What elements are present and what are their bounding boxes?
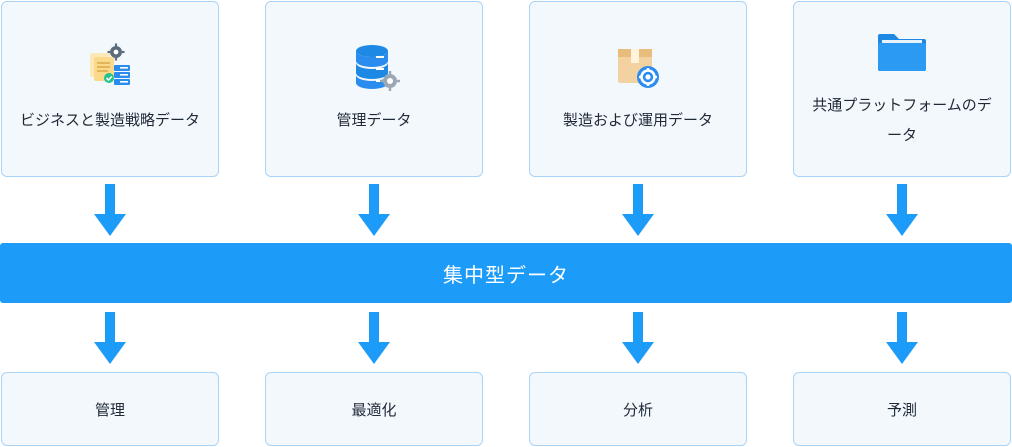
centralized-data-band: 集中型データ <box>0 243 1012 303</box>
source-card-common-platform: 共通プラットフォームのデータ <box>793 1 1011 177</box>
outcome-card-prediction: 予測 <box>793 372 1011 446</box>
down-arrow-icon <box>357 184 391 236</box>
down-arrow-icon <box>93 184 127 236</box>
source-label: ビジネスと製造戦略データ <box>20 111 201 129</box>
hub-label: 集中型データ <box>443 262 569 287</box>
down-arrow-icon <box>93 312 127 364</box>
outcome-card-management: 管理 <box>1 372 219 446</box>
source-card-manufacturing-ops: 製造および運用データ <box>529 1 747 177</box>
down-arrow-icon <box>885 184 919 236</box>
outcome-card-optimization: 最適化 <box>265 372 483 446</box>
source-card-business-strategy: ビジネスと製造戦略データ <box>1 1 219 177</box>
documents-gear-server-icon <box>82 39 138 95</box>
source-label: 製造および運用データ <box>562 111 713 129</box>
folder-icon <box>874 24 930 80</box>
down-arrow-icon <box>357 312 391 364</box>
database-gear-icon <box>346 39 402 95</box>
down-arrow-icon <box>621 184 655 236</box>
source-label: 管理データ <box>336 111 412 129</box>
outcome-label: 最適化 <box>351 400 397 419</box>
source-label: 共通プラットフォームのデータ <box>812 96 992 144</box>
outcome-card-analysis: 分析 <box>529 372 747 446</box>
box-gear-icon <box>610 39 666 95</box>
outcome-label: 管理 <box>94 400 125 419</box>
down-arrow-icon <box>621 312 655 364</box>
source-card-management: 管理データ <box>265 1 483 177</box>
outcome-label: 予測 <box>886 400 917 419</box>
down-arrow-icon <box>885 312 919 364</box>
outcome-label: 分析 <box>622 400 653 419</box>
